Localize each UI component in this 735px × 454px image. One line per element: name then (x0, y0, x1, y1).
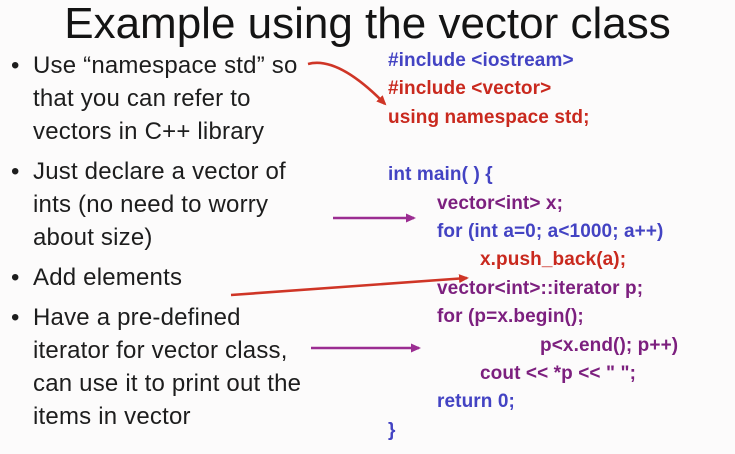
code-line-int-main: int main( ) { (388, 164, 493, 186)
bullet-iterator: Have a pre-defined iterator for vector c… (10, 301, 382, 433)
bullet-namespace-std: Use “namespace std” so that you can refe… (10, 49, 382, 148)
code-line-push-back: x.push_back(a); (480, 249, 627, 271)
code-line-closing-brace: } (388, 419, 396, 441)
code-line-for-loop: for (int a=0; a<1000; a++) (437, 221, 664, 243)
code-line-cout: cout << *p << " "; (480, 363, 637, 385)
code-line-include-iostream: #include <iostream> (388, 50, 574, 71)
code-line-iterator-decl: vector<int>::iterator p; (437, 277, 644, 299)
code-line-for-end: p<x.end(); p++) (540, 334, 679, 356)
code-line-vector-decl: vector<int> x; (437, 192, 564, 214)
bullet-add-elements: Add elements (10, 261, 382, 294)
code-line-using-namespace: using namespace std; (388, 106, 590, 128)
code-line-return: return 0; (437, 391, 515, 413)
page-title: Example using the vector class (64, 0, 671, 48)
bullet-list: Use “namespace std” so that you can refe… (10, 49, 382, 440)
bullet-declare-vector: Just declare a vector of ints (no need t… (10, 155, 382, 254)
code-line-for-begin: for (p=x.begin(); (437, 306, 584, 328)
code-line-include-vector: #include <vector> (388, 78, 552, 100)
code-block: #include <iostream> #include <vector> us… (388, 47, 678, 445)
